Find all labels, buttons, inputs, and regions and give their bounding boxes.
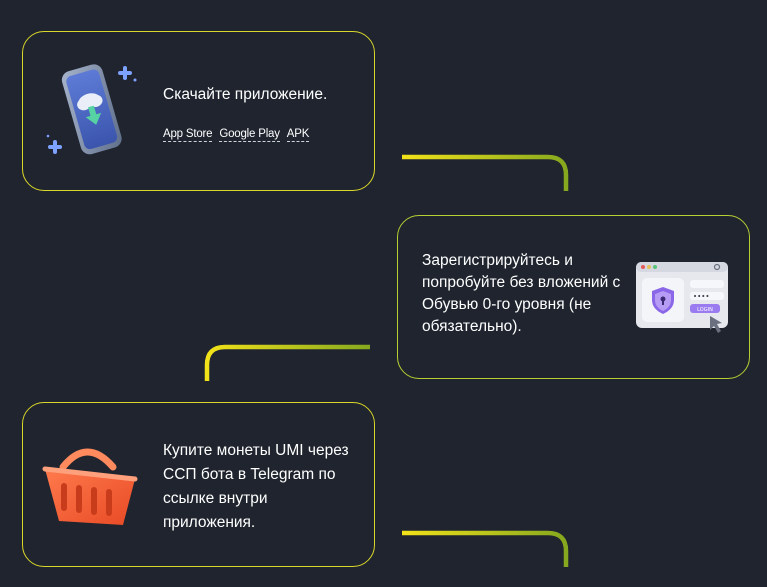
phone-download-icon: [46, 64, 137, 155]
google-play-link[interactable]: Google Play: [219, 128, 280, 142]
step-title-download: Скачайте приложение.: [163, 86, 328, 103]
shopping-basket-icon: [42, 448, 138, 525]
step-text-register: Зарегистрируйтесь и попробуйте без вложе…: [422, 252, 621, 335]
svg-text:••••: ••••: [693, 293, 710, 301]
connector-line-1: [402, 154, 569, 191]
step-text-buy: Купите монеты UMI через ССП бота в Teleg…: [163, 442, 349, 531]
step-card-register: Зарегистрируйтесь и попробуйте без вложе…: [397, 215, 750, 379]
svg-text:LOGIN: LOGIN: [697, 307, 713, 313]
step-card-download: Скачайте приложение. App Store Google Pl…: [22, 31, 375, 191]
step-card-buy: Купите монеты UMI через ССП бота в Teleg…: [22, 402, 375, 567]
connector-line-3: [402, 530, 569, 567]
connector-line-2: [204, 344, 370, 381]
store-links: App Store Google Play APK: [163, 128, 309, 142]
login-window-icon: •••• LOGIN: [636, 262, 728, 333]
apk-link[interactable]: APK: [286, 128, 310, 142]
app-store-link[interactable]: App Store: [163, 128, 213, 142]
